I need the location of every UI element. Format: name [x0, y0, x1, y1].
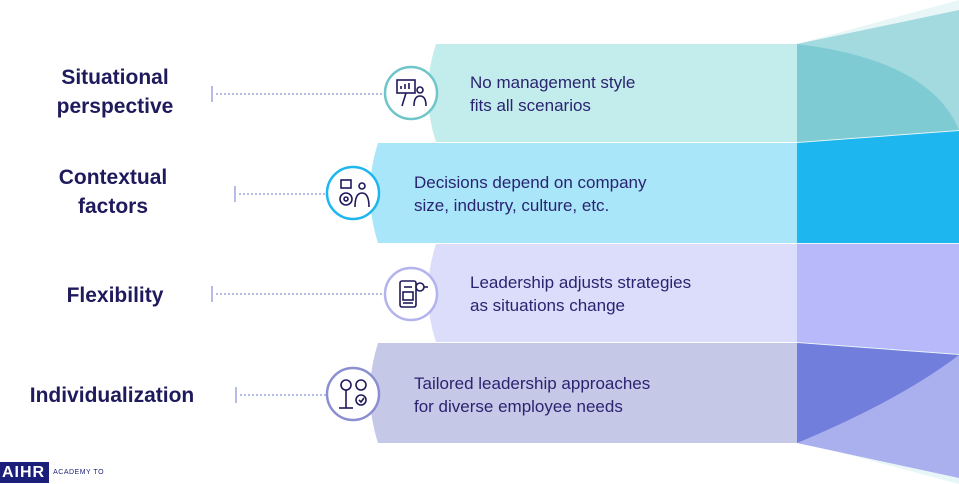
- label-flexibility: Flexibility: [66, 284, 164, 307]
- logo-mark: AIHR: [0, 462, 50, 483]
- icon-circle-row-1: [383, 65, 439, 121]
- description-contextual-factors: Decisions depend on company size, indust…: [414, 173, 647, 215]
- cap-row-2: [797, 131, 959, 243]
- icon-circle-row-3: [383, 266, 439, 322]
- band-row-2: [370, 143, 797, 243]
- label-situational-perspective: Situational perspective: [56, 66, 174, 118]
- personal-growth-icon: [339, 379, 367, 409]
- band-row-4: [370, 343, 797, 443]
- cap-row-3: [797, 244, 959, 354]
- cap-row-4-inner: [797, 343, 959, 443]
- icon-circle-row-2: [325, 165, 381, 221]
- description-situational-perspective: No management style fits all scenarios: [470, 73, 636, 115]
- description-flexibility: Leadership adjusts strategies as situati…: [470, 273, 692, 315]
- label-individualization: Individualization: [29, 384, 195, 407]
- band-row-1: [428, 44, 797, 142]
- logo-tagline: ACADEMY TO: [53, 469, 105, 476]
- cap-row-1-inner: [797, 44, 959, 142]
- adaptive-planning-icon: [399, 280, 428, 308]
- description-individualization: Tailored leadership approaches for diver…: [414, 374, 651, 416]
- presentation-icon: [396, 79, 427, 107]
- label-contextual-factors: Contextual factors: [58, 166, 168, 218]
- band-row-3: [428, 244, 797, 342]
- aihr-logo: AIHR ACADEMY TO: [0, 461, 104, 484]
- business-strategy-icon: [339, 179, 370, 208]
- connectors: [211, 86, 384, 403]
- icon-circle-row-4: [325, 366, 381, 422]
